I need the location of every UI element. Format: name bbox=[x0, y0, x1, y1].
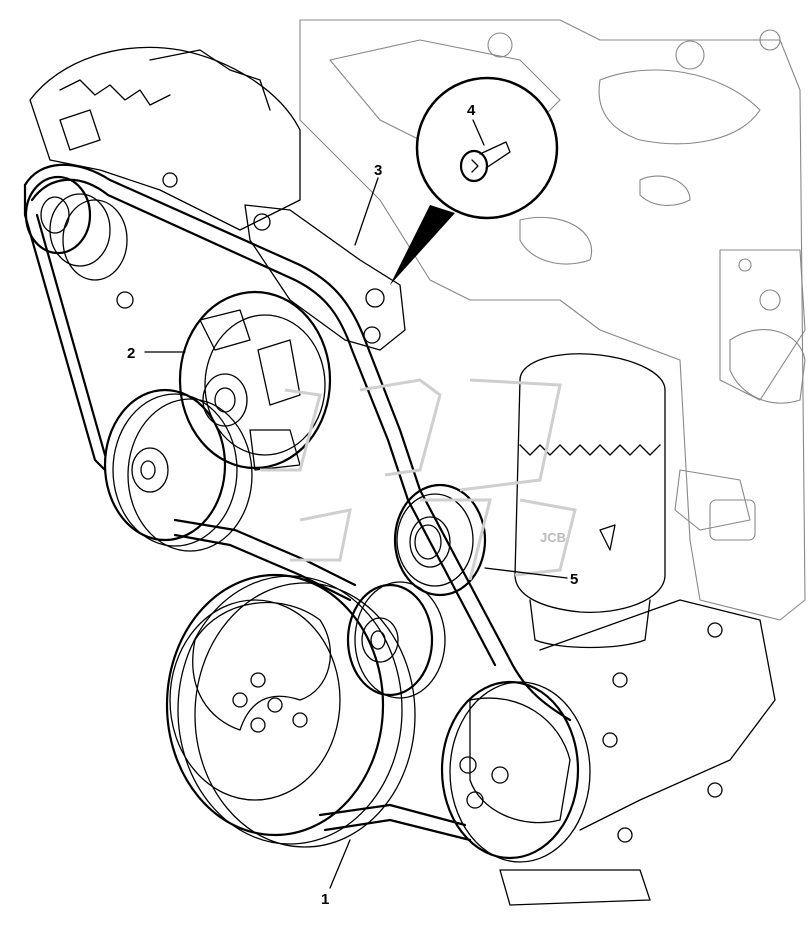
drive-belt bbox=[23, 163, 572, 842]
alternator bbox=[29, 46, 301, 309]
callout-3: 3 bbox=[374, 162, 382, 179]
fuel-filter bbox=[514, 353, 666, 649]
bolt-icon bbox=[459, 141, 511, 183]
crankshaft-pulley bbox=[165, 573, 416, 848]
callout-5: 5 bbox=[570, 571, 578, 588]
callout-1: 1 bbox=[321, 891, 329, 908]
idler-pulley-5 bbox=[393, 483, 487, 597]
jcb-watermark bbox=[260, 378, 577, 581]
leader-lines bbox=[144, 119, 568, 889]
water-pump-pulley bbox=[346, 581, 446, 699]
tensioner-bracket bbox=[244, 204, 406, 351]
alternator-pulley bbox=[24, 175, 128, 281]
callout-2: 2 bbox=[127, 345, 135, 362]
ac-compressor bbox=[440, 599, 776, 906]
watermark-text: JCB bbox=[540, 530, 566, 545]
callout-4: 4 bbox=[467, 102, 476, 119]
idler-pulley-left bbox=[103, 388, 253, 552]
detail-magnifier bbox=[390, 76, 559, 285]
